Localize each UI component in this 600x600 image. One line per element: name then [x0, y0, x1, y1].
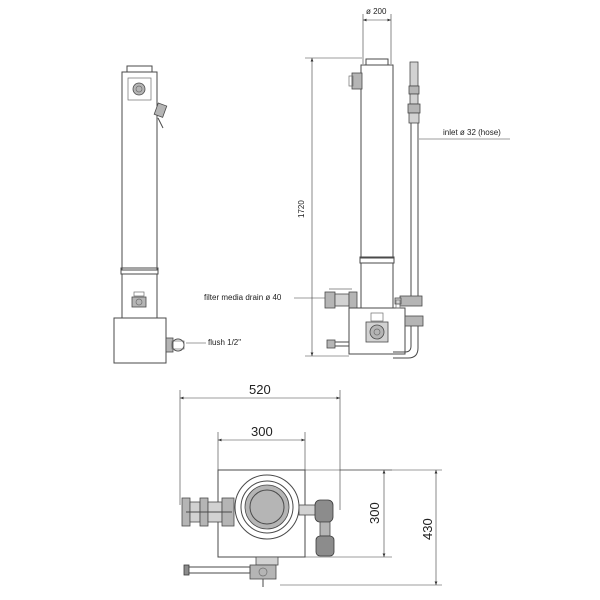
- left-angled-fitting: [153, 102, 168, 129]
- left-flush-valve: [165, 337, 185, 353]
- drain-fitting: [324, 288, 358, 309]
- plan-cylinder-cap: [244, 484, 290, 530]
- right-top-side-fitting: [348, 72, 363, 90]
- right-base-box: [348, 307, 406, 355]
- left-side-view: [113, 65, 185, 364]
- drain-label: filter media drain ø 40: [204, 293, 282, 302]
- right-base-nozzle: [395, 299, 401, 309]
- left-upper-tube: [121, 71, 158, 271]
- left-base-box: [113, 317, 167, 364]
- plan-cylinder-ring: [240, 480, 294, 534]
- top-diameter-label: ø 200: [366, 7, 387, 16]
- depth-300-label: 300: [367, 502, 382, 524]
- depth-430-label: 430: [420, 518, 435, 540]
- inlet-hose: [393, 61, 424, 359]
- right-upper-tube: [360, 64, 394, 259]
- right-top-cap: [365, 58, 389, 66]
- plan-view: 520 300: [179, 382, 442, 587]
- plan-cylinder-bore: [249, 489, 285, 525]
- right-lower-tube: [360, 262, 394, 309]
- height-label: 1720: [297, 200, 306, 218]
- width-520-label: 520: [249, 382, 271, 397]
- left-top-port-frame: [127, 77, 152, 101]
- flush-label: flush 1/2": [208, 338, 241, 347]
- plan-bottom-outlet: [183, 556, 279, 587]
- left-coupling-ring: [120, 267, 159, 275]
- inlet-label: inlet ø 32 (hose): [443, 128, 501, 137]
- right-base-valve: [326, 312, 389, 349]
- plan-right-elbow: [298, 499, 335, 557]
- left-drain-port: [131, 296, 147, 308]
- plan-left-valve: [181, 497, 235, 527]
- width-300-label: 300: [251, 424, 273, 439]
- left-top-cap: [126, 65, 153, 73]
- right-front-view: ø 200: [324, 7, 424, 359]
- left-top-port: [132, 82, 146, 96]
